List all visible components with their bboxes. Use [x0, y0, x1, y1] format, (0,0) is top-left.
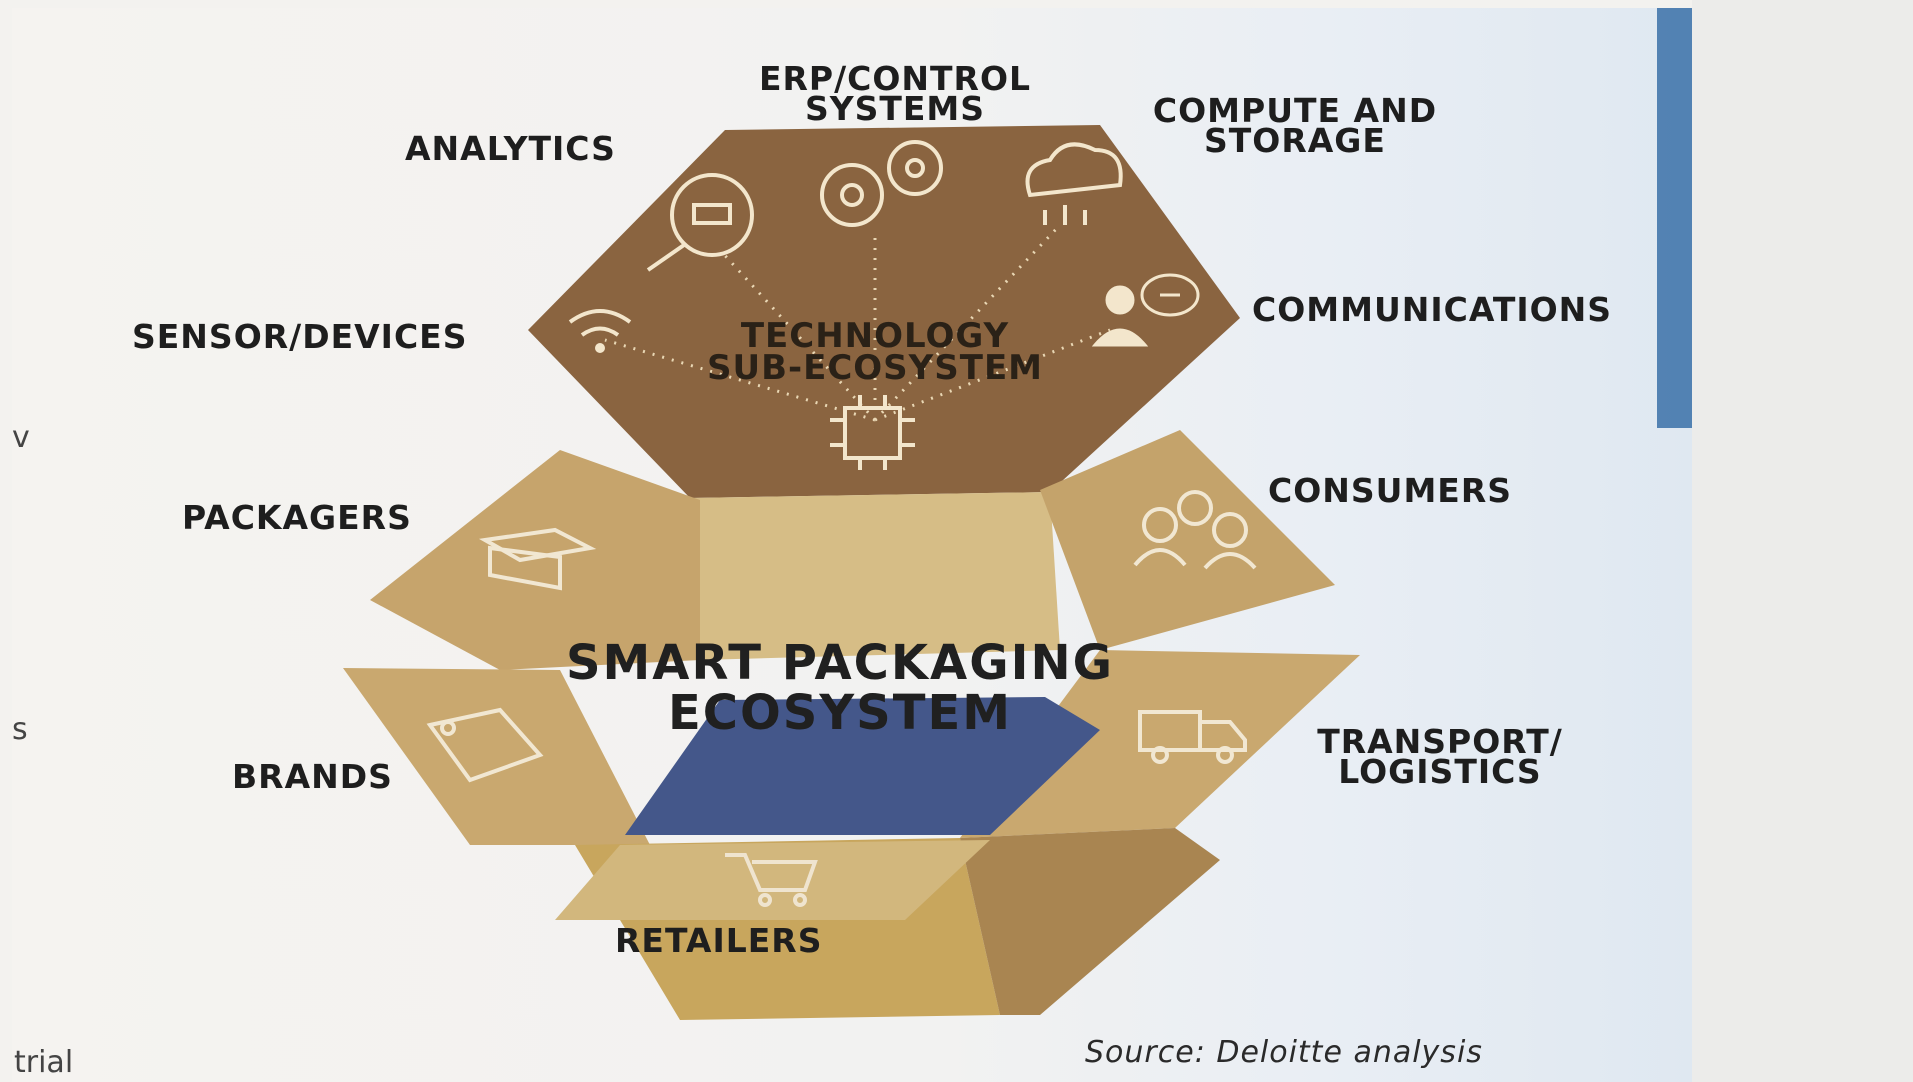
truck-icon — [1138, 710, 1247, 764]
retailers-label: RETAILERS — [615, 921, 823, 960]
technology-hexagon — [528, 125, 1240, 498]
technology-title: TECHNOLOGY SUB-ECOSYSTEM — [675, 316, 1075, 388]
center-title-line1: SMART PACKAGING — [565, 635, 1115, 691]
analytics-label: ANALYTICS — [405, 129, 616, 168]
transport-line2: LOGISTICS — [1338, 752, 1542, 791]
compute-storage-label: COMPUTE AND STORAGE — [1125, 91, 1465, 160]
wifi-icon — [568, 309, 632, 353]
people-chat-icon — [1091, 273, 1200, 347]
edge-fragment-trial: trial — [14, 1045, 74, 1080]
brand-tag-icon — [426, 707, 544, 783]
consumers-icon — [1133, 490, 1257, 570]
transport-logistics-label: TRANSPORT/ LOGISTICS — [1290, 722, 1590, 791]
consumers-label: CONSUMERS — [1268, 471, 1513, 510]
retailers-flap — [555, 840, 990, 920]
transport-line1: TRANSPORT/ — [1317, 722, 1563, 761]
center-title-line2: ECOSYSTEM — [667, 685, 1012, 741]
center-title: SMART PACKAGING ECOSYSTEM — [520, 638, 1160, 738]
brands-label: BRANDS — [232, 757, 393, 796]
box-right-side — [960, 828, 1220, 1015]
brands-flap — [343, 668, 650, 845]
magnifier-chart-icon — [646, 173, 754, 272]
communications-label: COMMUNICATIONS — [1252, 290, 1613, 329]
transport-flap — [960, 650, 1360, 838]
source-caption: Source: Deloitte analysis — [1085, 1035, 1483, 1070]
background-right — [1692, 0, 1913, 1082]
erp-line2: SYSTEMS — [804, 89, 986, 128]
cloud-data-icon — [1025, 142, 1123, 225]
blue-accent-strip — [1657, 8, 1692, 428]
box-opening — [625, 697, 1100, 835]
sensor-devices-label: SENSOR/DEVICES — [132, 317, 468, 356]
gears-icon — [820, 140, 943, 227]
shopping-cart-icon — [725, 853, 818, 907]
package-box-icon — [478, 527, 597, 591]
erp-line1: ERP/CONTROL — [758, 59, 1032, 98]
chip-icon — [830, 395, 915, 470]
box-back-wall — [690, 492, 1060, 660]
compute-line1: COMPUTE AND — [1152, 91, 1438, 130]
consumers-flap — [1040, 430, 1335, 650]
tech-title-line1: TECHNOLOGY — [740, 316, 1010, 356]
edge-fragment-s: s — [12, 712, 28, 747]
compute-line2: STORAGE — [1204, 121, 1386, 160]
erp-control-label: ERP/CONTROL SYSTEMS — [735, 59, 1055, 128]
tech-title-line2: SUB-ECOSYSTEM — [706, 348, 1044, 388]
packagers-label: PACKAGERS — [182, 498, 412, 537]
edge-fragment-v: v — [12, 420, 30, 455]
packagers-flap — [370, 450, 700, 670]
connection-lines — [604, 223, 1111, 422]
